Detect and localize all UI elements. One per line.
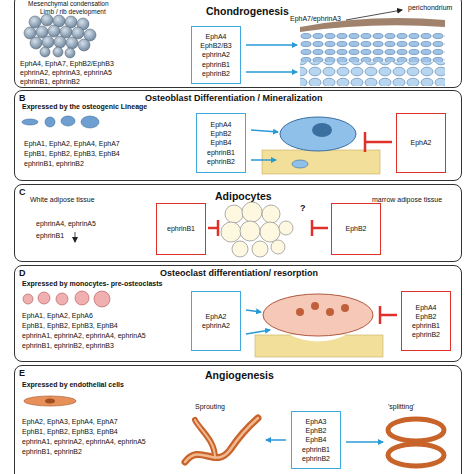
panel-letter: E xyxy=(19,368,25,379)
gene-name: ephrinA2 xyxy=(202,50,230,59)
gene-name: EphB2/B3 xyxy=(200,41,232,50)
gene-name: EphB4 xyxy=(305,435,326,444)
gene-name: EphA2 xyxy=(410,138,431,147)
inhibiting-box: EphB2 xyxy=(331,203,381,255)
gene-list: ephrinA2, ephrinA3, ephrinA5 xyxy=(20,69,112,77)
caption-text: Expressed by the osteogenic Lineage xyxy=(22,103,147,111)
gene-name: ephrinB2 xyxy=(207,157,235,166)
panel-letter: B xyxy=(19,93,26,104)
inhibition-d xyxy=(380,306,397,324)
blue-arrows-a xyxy=(246,45,297,72)
blue-arrows-b xyxy=(251,130,278,160)
gene-list: EphA4, EphA7, EphB2/EphB3 xyxy=(20,60,114,68)
osteoblast xyxy=(262,117,380,174)
part-label: perichondrium xyxy=(408,4,452,12)
gene-list: ephrinB1, ephrinB2, ephrinB3 xyxy=(22,342,114,350)
gene-name: ephrinB2 xyxy=(302,454,330,463)
osteogenic-cells xyxy=(22,116,99,128)
inhibition-b xyxy=(365,132,392,152)
panel-letter: C xyxy=(19,187,26,198)
gene-list: EphA1, EphA2, EphA6 xyxy=(22,312,93,320)
panel-title: Angiogenesis xyxy=(205,369,274,382)
part-label: White adipose tissue xyxy=(30,196,95,204)
gene-list: EphB1, EphB2, EphB3, EphB4 xyxy=(24,150,120,158)
gene-name: EphB4 xyxy=(210,138,231,147)
caption-text: Limb / rib development xyxy=(40,8,106,16)
panel-title: Chondrogenesis xyxy=(206,5,289,18)
gene-name: EphB2 xyxy=(305,426,326,435)
caption-text: Expressed by monocytes- pre-osteoclasts xyxy=(22,280,162,288)
monocytes xyxy=(23,291,110,307)
gene-list: ephrinA1, ephrinA2, ephrinA4, ephrinA5 xyxy=(22,332,146,340)
gene-name: EphB2 xyxy=(415,312,436,321)
blue-arrows-d xyxy=(246,310,270,334)
promoting-box: EphA4EphB2/B3ephrinA2ephrinB1ephrinB2 xyxy=(191,26,241,84)
gene-name: EphB2 xyxy=(210,129,231,138)
panel-title: Adipocytes xyxy=(215,190,272,203)
gene-list: EphA1, EphA2, EphA4, EphA7 xyxy=(24,140,120,148)
caption-text: Mesenchymal condensation xyxy=(28,0,109,8)
gene-list: ephrinB1 xyxy=(36,232,64,240)
gene-list: EphB1, EphB2, EphB3, EphB4 xyxy=(22,428,118,436)
part-label: marrow adipose tissue xyxy=(372,196,442,204)
gene-list: ephrinA1, ephrinA2, ephrinA4, ephrinA5 xyxy=(22,438,146,446)
panel-title: Osteoblast Differentiation / Mineralizat… xyxy=(145,93,323,104)
question-mark: ? xyxy=(300,203,306,214)
pathway-label: EphA7/ephrinA3 xyxy=(290,15,341,23)
gene-name: ephrinB2 xyxy=(202,69,230,78)
gene-name: ephrinA2 xyxy=(202,321,230,330)
gene-name: EphA4 xyxy=(205,32,226,41)
endothelial-cell xyxy=(24,396,76,406)
caption-text: Expressed by endothelial cells xyxy=(22,381,124,389)
inhibiting-box: ephrinB1 xyxy=(156,203,206,255)
gene-list: ephrinB1, ephrinB2 xyxy=(22,448,82,456)
promoting-box: EphA4EphB2EphB4ephrinB1ephrinB2 xyxy=(196,113,246,173)
osteoclast xyxy=(255,294,383,357)
gene-list: EphA2, EphA3, EphA4, EphA7 xyxy=(22,418,118,426)
gene-name: ephrinB1 xyxy=(412,321,440,330)
gene-name: ephrinB1 xyxy=(167,224,195,233)
gene-name: EphA2 xyxy=(205,312,226,321)
promoting-box: EphA3EphB2EphB4ephrinB1ephrinB2 xyxy=(291,411,341,469)
gene-list: ephrinB1, ephrinB2 xyxy=(24,160,84,168)
gene-name: ephrinB2 xyxy=(412,330,440,339)
mesenchymal-cells xyxy=(24,14,96,58)
gene-name: EphB2 xyxy=(345,224,366,233)
down-arrow xyxy=(75,232,76,242)
gene-name: ephrinB1 xyxy=(207,148,235,157)
inhibiting-box: EphA4EphB2ephrinB1ephrinB2 xyxy=(401,291,451,351)
vessels xyxy=(185,418,444,466)
part-label: Sprouting xyxy=(195,403,225,411)
panel-title: Osteoclast differentiation/ resorption xyxy=(160,268,318,279)
gene-name: EphA3 xyxy=(305,417,326,426)
gene-list: EphB1, EphB2, EphB3, EphB4 xyxy=(22,322,118,330)
promoting-box: EphA2ephrinA2 xyxy=(191,291,241,351)
inhibition-c xyxy=(208,220,328,236)
fat-cells xyxy=(221,202,293,257)
gene-name: EphA4 xyxy=(415,303,436,312)
gene-list: ephrinB1, ephrinB2 xyxy=(20,78,80,86)
part-label: 'splitting' xyxy=(388,403,414,411)
gene-name: ephrinB1 xyxy=(302,445,330,454)
gene-list: ephrinA4, ephrinA5 xyxy=(36,220,96,228)
inhibiting-box: EphA2 xyxy=(396,113,446,173)
gene-name: ephrinB1 xyxy=(202,60,230,69)
panel-letter: D xyxy=(19,268,26,279)
gene-name: EphA4 xyxy=(210,120,231,129)
